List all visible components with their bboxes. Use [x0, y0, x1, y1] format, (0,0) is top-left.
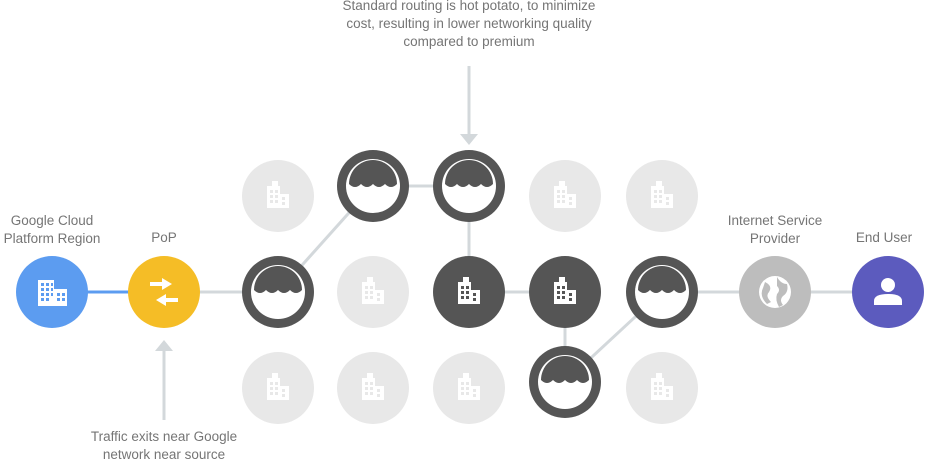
top-note-line1: Standard routing is hot potato, to minim… — [342, 0, 596, 13]
bottom-note-line1: Traffic exits near Google — [90, 429, 238, 444]
active-building-node — [433, 256, 505, 328]
cloud-icon — [254, 266, 302, 293]
cloud-node — [433, 150, 505, 222]
inactive-node — [433, 352, 505, 424]
inactive-node — [337, 352, 409, 424]
isp-node — [739, 256, 811, 328]
person-icon — [874, 278, 902, 305]
cloud-icon — [349, 160, 397, 187]
cloud-node — [626, 256, 698, 328]
inactive-node — [626, 352, 698, 424]
end-user-node — [852, 256, 924, 328]
pop-node — [128, 256, 200, 328]
cloud-icon — [638, 266, 686, 293]
cloud-node — [529, 346, 601, 418]
top-note: Standard routing is hot potato, to minim… — [319, 0, 619, 51]
inactive-node — [242, 160, 314, 232]
bottom-note-line2: network near source — [102, 447, 226, 462]
gcp-region-label: Google Cloud Platform Region — [0, 212, 104, 248]
globe-icon — [759, 276, 791, 308]
inactive-node — [242, 352, 314, 424]
gcp-region-label-line2: Platform Region — [3, 231, 101, 246]
top-note-line2: cost, resulting in lower networking qual… — [346, 16, 592, 31]
active-building-node — [529, 256, 601, 328]
bottom-note: Traffic exits near Google network near s… — [64, 428, 264, 462]
isp-label-line2: Provider — [749, 231, 801, 246]
bottom-note-arrow — [155, 340, 173, 420]
isp-label: Internet Service Provider — [705, 212, 845, 248]
cloud-icon — [541, 356, 589, 383]
cloud-node — [242, 256, 314, 328]
inactive-node — [529, 160, 601, 232]
inactive-node — [626, 160, 698, 232]
inactive-node — [337, 256, 409, 328]
swap-arrows-icon — [150, 278, 178, 306]
top-note-arrow — [460, 66, 478, 145]
end-user-label: End User — [855, 230, 913, 245]
cloud-icon — [445, 160, 493, 187]
cloud-node — [337, 150, 409, 222]
top-note-line3: compared to premium — [403, 34, 535, 49]
isp-label-line1: Internet Service — [727, 213, 823, 228]
gcp-region-label-line1: Google Cloud — [10, 213, 94, 228]
building-icon — [38, 280, 67, 306]
pop-label: PoP — [151, 230, 177, 245]
gcp-region-node — [16, 256, 88, 328]
